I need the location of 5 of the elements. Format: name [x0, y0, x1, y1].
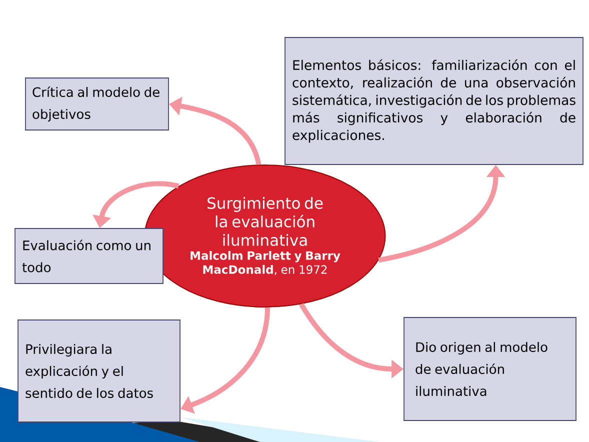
topic-box: Evaluación como un todo — [14, 228, 164, 284]
topic-box: Privilegiara la explicación y el sentido de los datos — [18, 320, 180, 422]
topic-box: Elementos básicos: familiarización con el contexto, realización de una observación sistemática, investigación de los problemas más significativos y elaboración de explicaciones. — [284, 37, 584, 165]
topic-box: Crítica al modelo de objetivos — [25, 78, 169, 130]
topic-box: Dio origen al modelo de evaluación iluminativa — [404, 317, 576, 421]
